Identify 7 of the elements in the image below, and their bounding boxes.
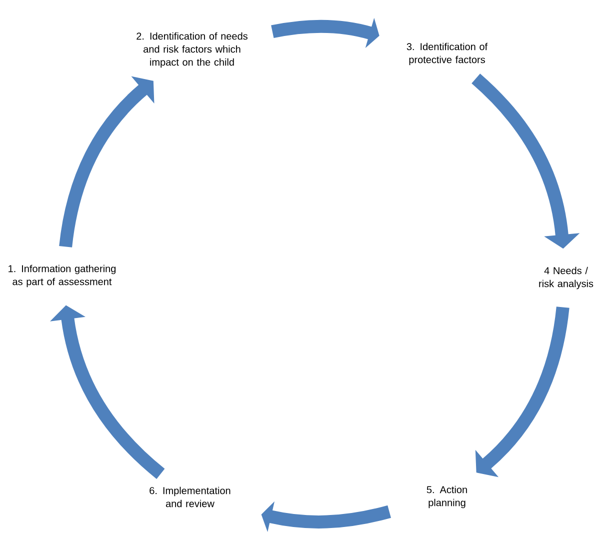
step-label: 3. Identification of protective factors	[406, 42, 488, 66]
step-label: 6. Implementation and review	[150, 486, 230, 508]
step-label: 5. Action planning	[426, 486, 467, 508]
step-label: 2. Identification of needs and risk factors which impact on the child	[136, 32, 248, 68]
curved-arrow	[59, 76, 154, 248]
step-label: 4 Needs / risk analysis	[539, 266, 594, 290]
step-label: 1. Information gathering as part of assessment	[8, 264, 116, 288]
